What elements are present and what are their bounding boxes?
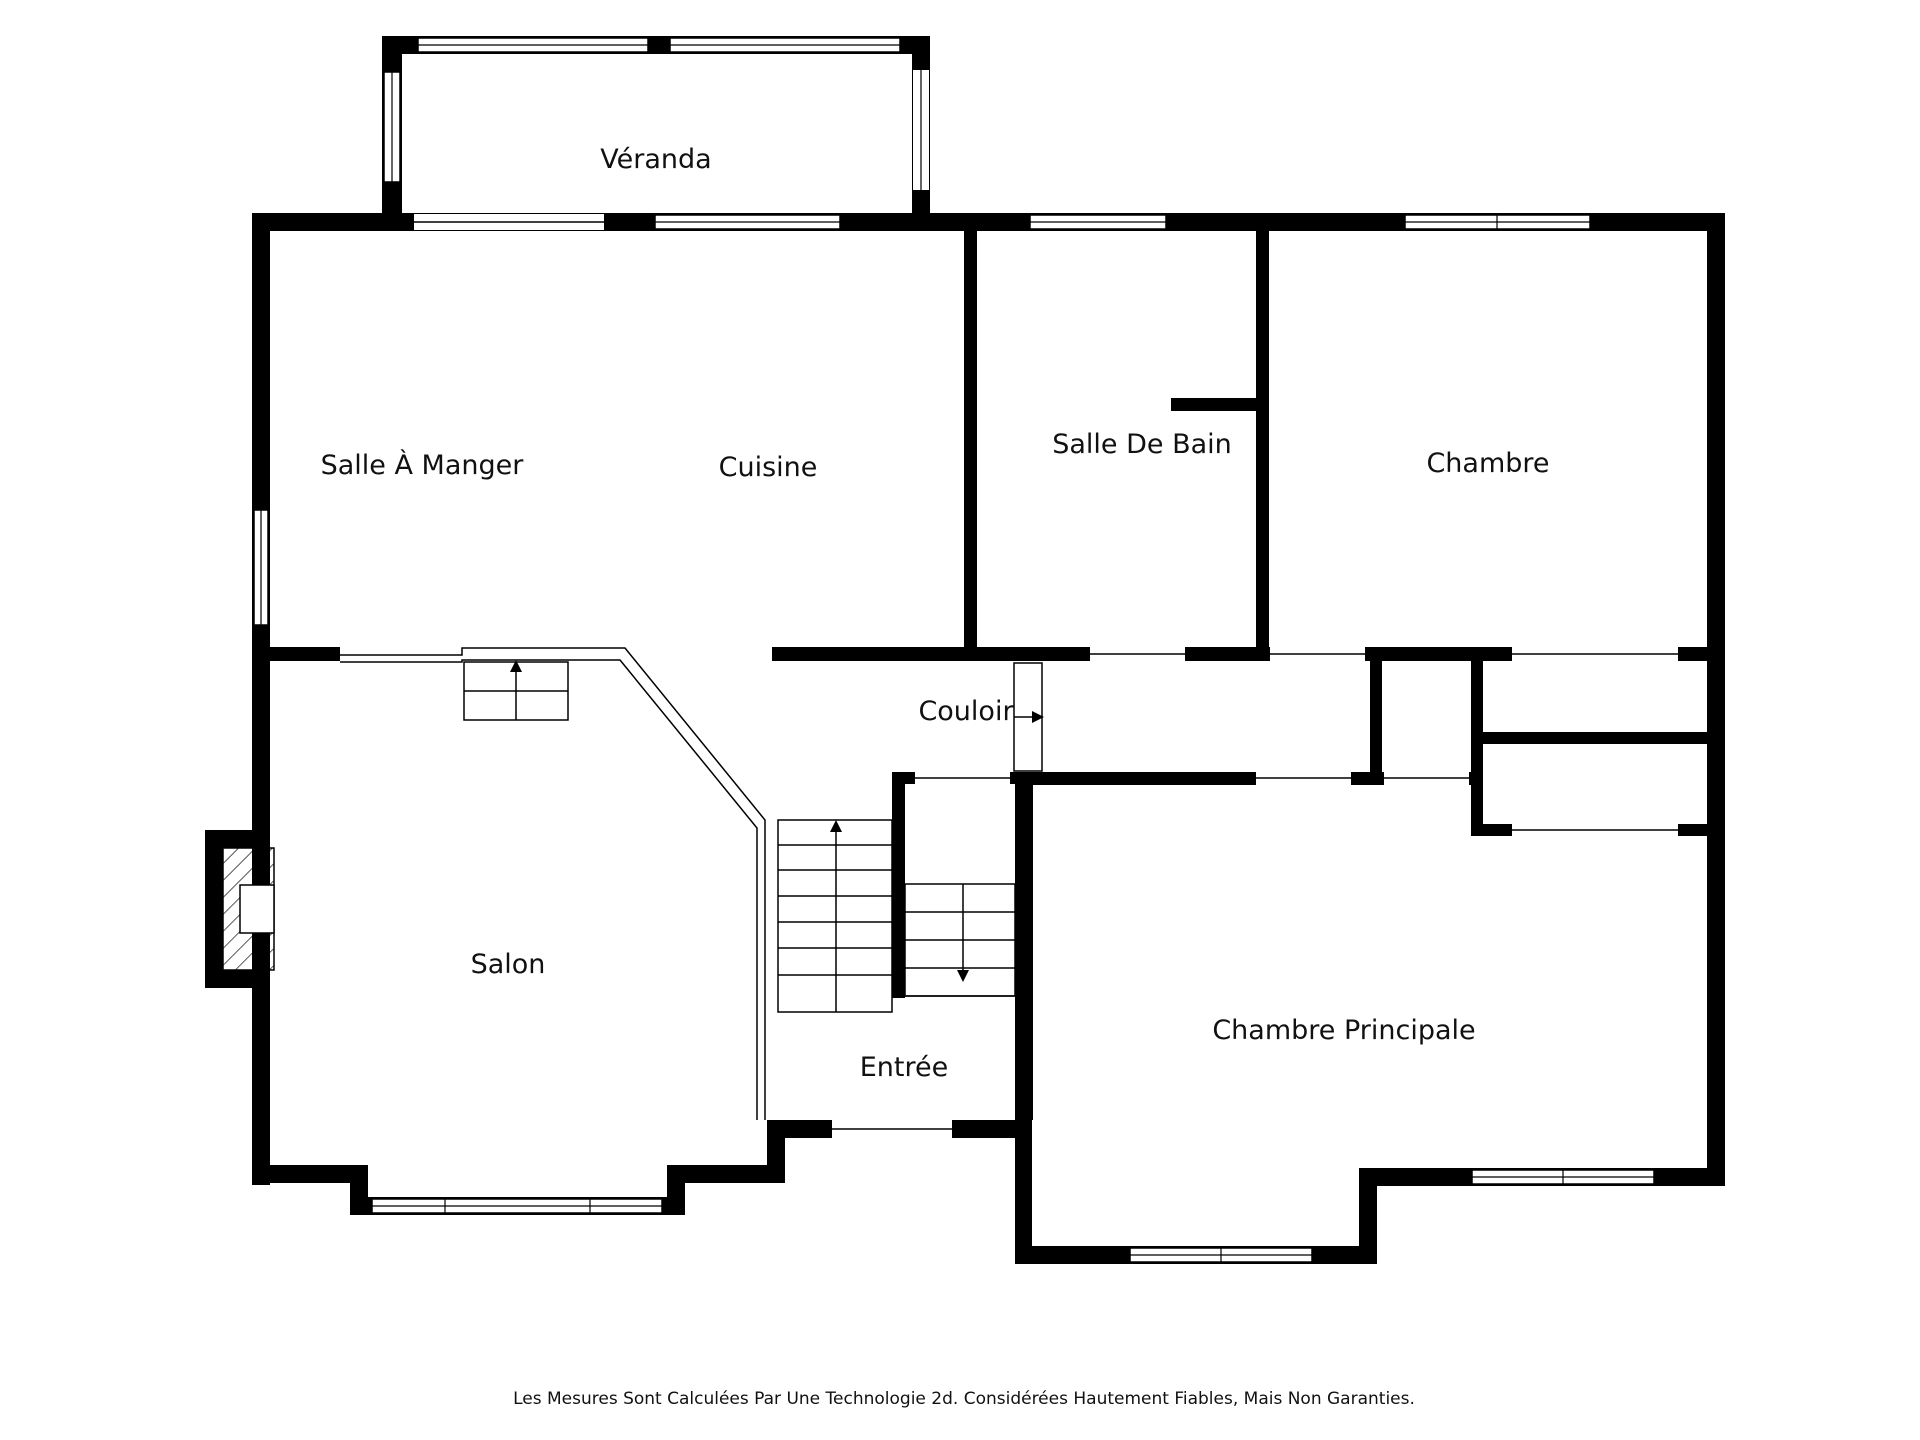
wall-right (1707, 213, 1725, 1186)
railing (340, 647, 766, 1120)
wall-salon-bottom-right (667, 1165, 785, 1183)
opening-entree-stair (905, 870, 1015, 885)
label-salle-de-bain: Salle De Bain (1052, 429, 1232, 460)
stair-arrow-head (510, 660, 522, 672)
stair-arrow-head (957, 970, 969, 982)
wall-closet-divider (1471, 732, 1725, 744)
stairs-main-up (777, 819, 893, 1013)
stairs (463, 660, 1044, 1013)
wall-bath-bedroom (1256, 231, 1269, 649)
label-chambre-principale: Chambre Principale (1212, 1015, 1475, 1046)
windows (253, 37, 1655, 1263)
fireplace (222, 847, 275, 971)
label-cuisine: Cuisine (719, 452, 818, 483)
label-couloir: Couloir (918, 696, 1014, 727)
label-salle-a-manger: Salle À Manger (321, 449, 525, 481)
railing-inner (340, 659, 758, 1120)
disclaimer-text: Les Mesures Sont Calculées Par Une Techn… (513, 1389, 1415, 1409)
wall-left (252, 213, 270, 1185)
walls (205, 36, 1725, 1264)
openings (340, 214, 1678, 1139)
wall-corridor-top (772, 647, 1725, 661)
label-salon: Salon (471, 949, 546, 980)
wall-top (252, 213, 1725, 231)
opening-dining-salon (340, 645, 462, 663)
wall-fireplace-left (205, 830, 223, 988)
stair-arrow-head (830, 820, 842, 832)
wall-closet-left (1370, 654, 1382, 784)
wall-stair-left (892, 772, 905, 998)
wall-salon-bottom-left (252, 1165, 368, 1183)
wall-dining-salon (252, 647, 340, 661)
wall-fireplace-bottom (205, 970, 270, 988)
label-veranda: Véranda (600, 144, 711, 175)
wall-kitchen-bath (964, 231, 977, 649)
label-entree: Entrée (860, 1052, 949, 1083)
railing-outer (340, 647, 766, 1120)
room-labels: Véranda Salle À Manger Cuisine Salle De … (321, 144, 1550, 1083)
label-chambre: Chambre (1426, 448, 1549, 479)
wall-bath-stub (1171, 398, 1256, 411)
opening-salon-east (767, 1000, 785, 1120)
wall-master-left (1015, 772, 1032, 1264)
fireplace-hearth (239, 884, 275, 934)
stair-arrow-head (1032, 711, 1044, 723)
wall-master-notch (1359, 1168, 1377, 1264)
wall-corridor-bottom (1015, 772, 1483, 785)
